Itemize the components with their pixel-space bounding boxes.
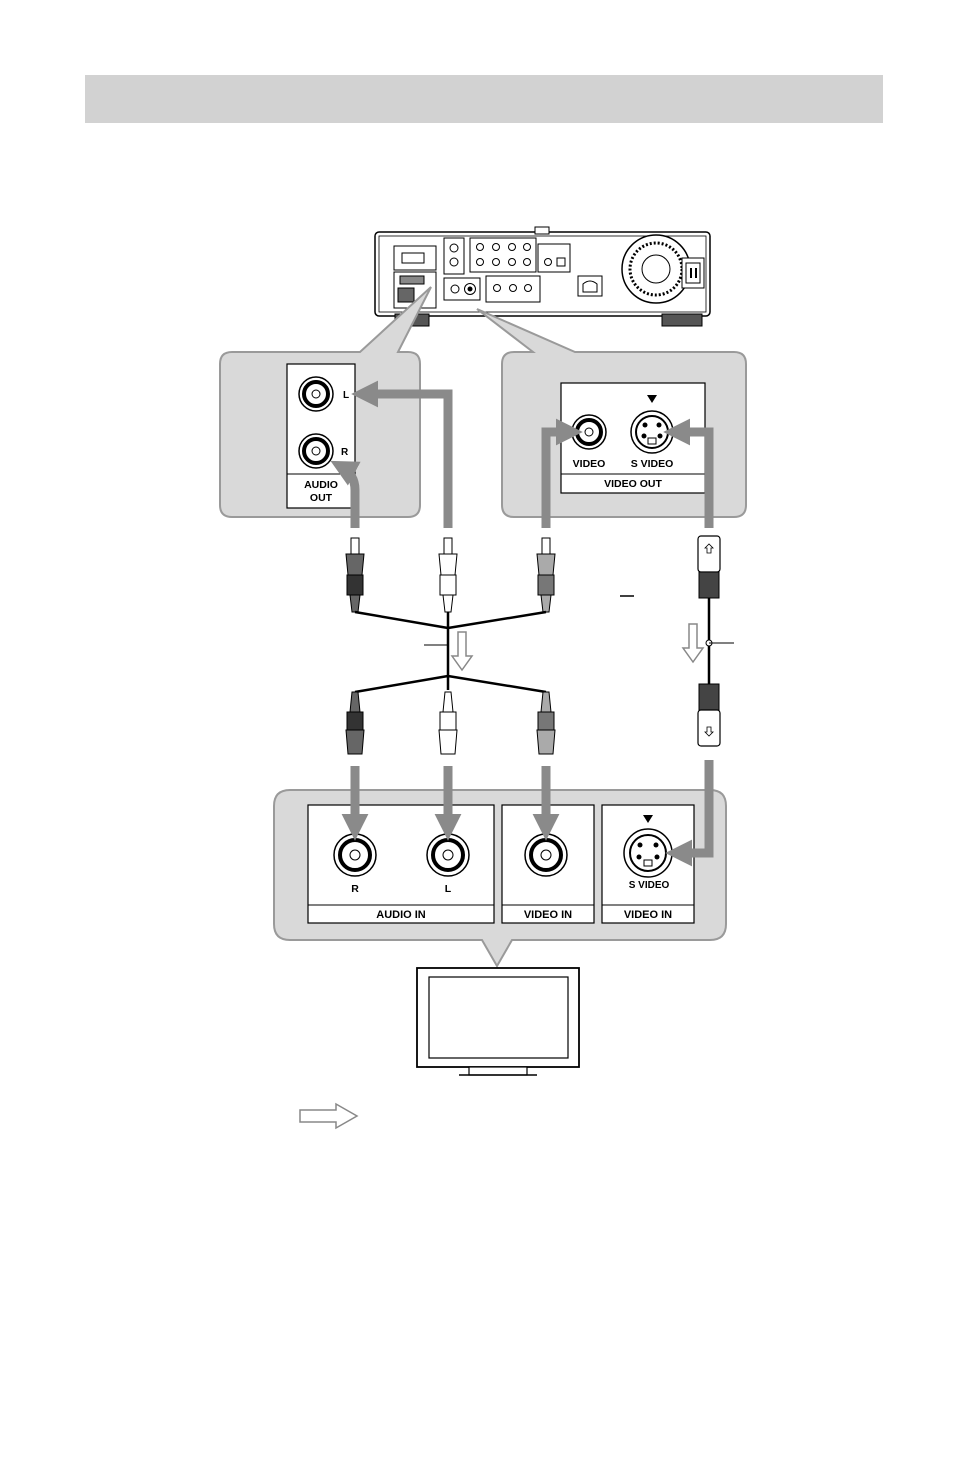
video-out-svideo-label: S VIDEO	[631, 458, 674, 470]
audio-out-label-line1: AUDIO	[304, 479, 338, 491]
plug-bottom-red	[346, 692, 364, 754]
audio-out-r-label: R	[341, 447, 349, 458]
video-out-jack	[572, 415, 606, 449]
tv-audio-in-jack-l	[427, 834, 469, 876]
tv-video-in-jack	[525, 834, 567, 876]
hollow-arrow-icon	[683, 624, 703, 662]
tv-video-in-label: VIDEO IN	[524, 909, 572, 921]
audio-out-jack-r	[299, 434, 333, 468]
tv-r-label: R	[351, 883, 359, 895]
tv-svideo-in-jack	[624, 829, 672, 877]
tv-audio-in-label: AUDIO IN	[376, 909, 426, 921]
tv-l-label: L	[445, 883, 452, 895]
tv-device	[417, 968, 579, 1075]
plug-bottom-yellow	[537, 692, 555, 754]
tv-audio-in-jack-r	[334, 834, 376, 876]
plug-top-white	[439, 538, 457, 612]
tv-inputs-callout: R L S VIDEO AUDIO IN VIDEO IN VIDEO IN	[274, 790, 726, 966]
audio-video-cable	[346, 538, 555, 754]
hollow-arrow-icon	[300, 1104, 357, 1128]
audio-out-callout: L R AUDIO OUT	[220, 287, 431, 517]
player-device	[375, 227, 710, 326]
tv-svideo-in-label: VIDEO IN	[624, 909, 672, 921]
plug-bottom-white	[439, 692, 457, 754]
plug-top-red	[346, 538, 364, 612]
plug-top-yellow	[537, 538, 555, 612]
svideo-out-jack	[631, 411, 673, 453]
video-out-panel-label: VIDEO OUT	[604, 478, 662, 490]
tv-svideo-label: S VIDEO	[629, 880, 670, 891]
audio-out-l-label: L	[343, 390, 349, 401]
hollow-arrow-icon	[452, 632, 472, 670]
svideo-cable	[698, 536, 734, 746]
audio-out-jack-l	[299, 377, 333, 411]
audio-out-label-line2: OUT	[310, 492, 333, 504]
video-out-video-label: VIDEO	[573, 458, 606, 470]
